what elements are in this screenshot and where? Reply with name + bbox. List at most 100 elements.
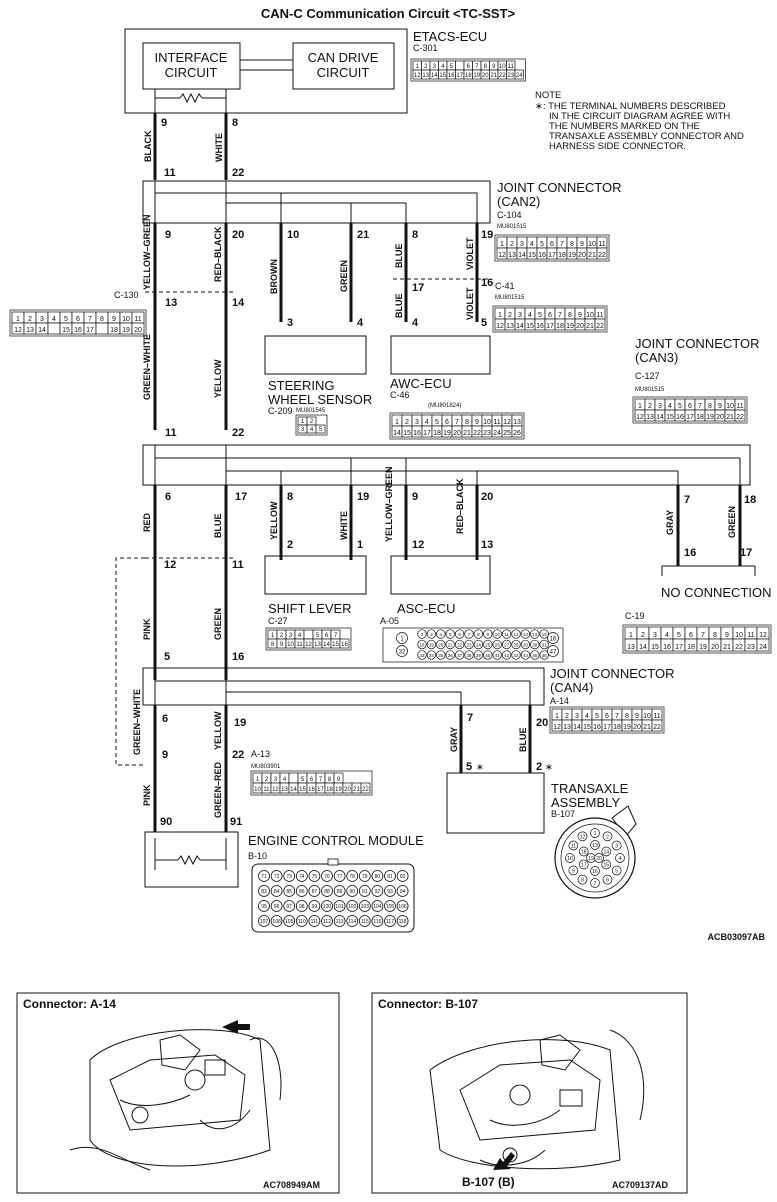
pin-number: 12	[305, 642, 312, 648]
wire-label-black: BLACK	[143, 130, 153, 162]
wire-label-blue-2: BLUE	[394, 294, 404, 319]
can-drive-line2: CIRCUIT	[317, 65, 370, 80]
pin-number: 80	[375, 874, 381, 880]
pin-cell	[396, 645, 408, 657]
pin-cell	[530, 650, 540, 660]
pin-number: 21	[726, 414, 734, 421]
pin-number: 75	[312, 874, 318, 880]
pin-number: 77	[337, 874, 343, 880]
pin-number: 97	[286, 904, 292, 910]
pin-transaxle-2-star: ∗	[545, 762, 553, 773]
pin-number: 11	[596, 312, 603, 319]
pin-number: 18	[696, 414, 704, 421]
pin-number: 22	[596, 323, 604, 330]
can2-name-line1: JOINT CONNECTOR	[497, 180, 621, 195]
pin-cell	[258, 915, 270, 927]
pin-number: 7	[455, 419, 459, 426]
pin-cell	[396, 885, 409, 897]
pin-number: 13	[26, 327, 34, 334]
pin-cell	[590, 866, 600, 876]
steering-part: MU801545	[296, 408, 326, 414]
pin-number: 3	[274, 777, 278, 783]
pin-number: 22	[736, 414, 744, 421]
pin-number: 17	[456, 73, 463, 79]
pin-number: 108	[272, 919, 281, 925]
pin-number: 7	[558, 312, 562, 319]
pin-number: 12	[14, 327, 22, 334]
pin-cell	[590, 828, 600, 838]
pin-cell	[601, 859, 612, 870]
pin-number: 14	[639, 644, 647, 651]
pin-number: 6	[458, 632, 461, 637]
pin-number: 6	[605, 713, 609, 720]
pin-awc-5: 5	[481, 317, 487, 329]
pin-number: 4	[440, 632, 443, 637]
pin-cell	[396, 900, 409, 912]
pin-cell	[511, 425, 523, 438]
pin-number: 12	[513, 632, 519, 637]
note-line-3: THE NUMBERS MARKED ON THE	[549, 121, 700, 132]
pin-cell	[295, 915, 308, 927]
pin-number: 105	[386, 904, 395, 910]
note: NOTE ∗ : THE TERMINAL NUMBERS DESCRIBED …	[535, 90, 744, 152]
pin-number: 6	[310, 777, 314, 783]
pin-number: 20	[438, 643, 444, 648]
pin-can2-20: 20	[232, 229, 244, 241]
pin-number: 5	[615, 869, 618, 875]
pin-cell	[578, 846, 589, 857]
pin-number: 3	[40, 316, 44, 323]
pin-number: 22	[735, 644, 743, 651]
pin-number: 5	[450, 64, 454, 70]
pin-number: 11	[598, 241, 605, 248]
pin-number: 1	[416, 64, 420, 70]
pin-number: 6	[606, 878, 609, 884]
pin-number: 9	[580, 241, 584, 248]
pin-cell	[492, 639, 502, 650]
engine-bay-photo-a14	[69, 1029, 282, 1171]
pin-cell	[346, 900, 359, 912]
pin-number: 4	[585, 713, 589, 720]
pin-number: 71	[261, 874, 267, 880]
pin-number: 12	[414, 73, 421, 79]
pin-number: 7	[560, 241, 564, 248]
pin-number: 3	[433, 64, 437, 70]
pin-number: 28	[513, 643, 519, 648]
pin-number: 1	[555, 713, 559, 720]
pin-number: 15	[528, 252, 536, 259]
pin-number: 11	[263, 787, 270, 793]
pin-cell	[590, 878, 600, 888]
pin-a13-22: 22	[232, 749, 244, 761]
pin-cell	[346, 915, 359, 927]
pin-cell	[295, 870, 308, 882]
pin-number: 85	[286, 889, 292, 895]
pin-cell	[321, 870, 333, 882]
pin-number: 17	[546, 323, 554, 330]
pin-number: 6	[76, 316, 80, 323]
wire-label-yellow-3: YELLOW	[213, 711, 223, 750]
pin-number: 11	[134, 316, 141, 323]
pin-number: 12	[498, 252, 506, 259]
pin-number: 99	[312, 904, 318, 910]
pin-number: 16	[550, 637, 557, 643]
pin-awc-4: 4	[412, 317, 419, 329]
pin-number: 4	[310, 427, 314, 433]
pin-transaxle-2: 2	[536, 761, 542, 773]
pin-number: 22	[499, 73, 506, 79]
pin-cell	[258, 885, 270, 897]
pin-cell	[417, 650, 427, 660]
pin-number: 109	[285, 919, 294, 925]
pin-number: 13	[563, 724, 571, 731]
pin-etacs-8: 8	[232, 117, 238, 129]
pin-number: 6	[548, 312, 552, 319]
pin-number: 7	[701, 632, 705, 639]
pin-cell	[321, 885, 333, 897]
pin-cell	[511, 650, 521, 660]
transaxle-name-line1: TRANSAXLE	[551, 781, 629, 796]
pin-cell	[396, 915, 409, 927]
pin-number: 110	[298, 919, 306, 925]
pin-cell	[445, 650, 455, 660]
pin-number: 2	[265, 777, 269, 783]
